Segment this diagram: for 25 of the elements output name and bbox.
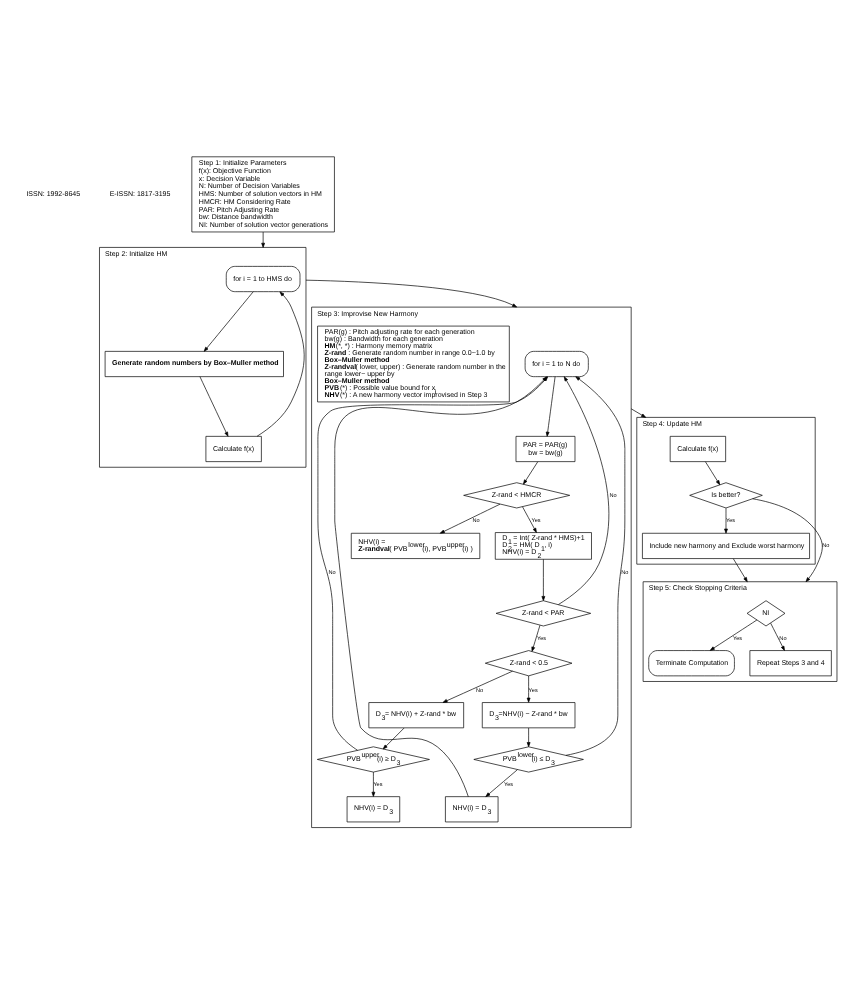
- arrow: [203, 290, 254, 351]
- arrow: [531, 623, 541, 651]
- arrow: [770, 621, 785, 650]
- arrow: [630, 407, 647, 417]
- arrow: [442, 669, 513, 702]
- arrow: [523, 460, 539, 484]
- arrow: [261, 230, 265, 247]
- arrow: [541, 558, 546, 600]
- arrow: [733, 557, 748, 582]
- arrow: [709, 618, 758, 650]
- arrow: [305, 278, 518, 307]
- arrow: [439, 502, 501, 533]
- arrow: [199, 375, 229, 436]
- arrow: [752, 497, 823, 582]
- arrow: [705, 460, 721, 485]
- arrow: [724, 506, 728, 533]
- arrow: [485, 768, 518, 796]
- arrow: [526, 674, 531, 702]
- arrow: [522, 505, 537, 532]
- arrow: [382, 726, 405, 749]
- arrow: [371, 770, 376, 796]
- arrow: [565, 375, 626, 755]
- arrow: [526, 726, 531, 747]
- arrow: [558, 375, 610, 604]
- arrow: [256, 290, 305, 436]
